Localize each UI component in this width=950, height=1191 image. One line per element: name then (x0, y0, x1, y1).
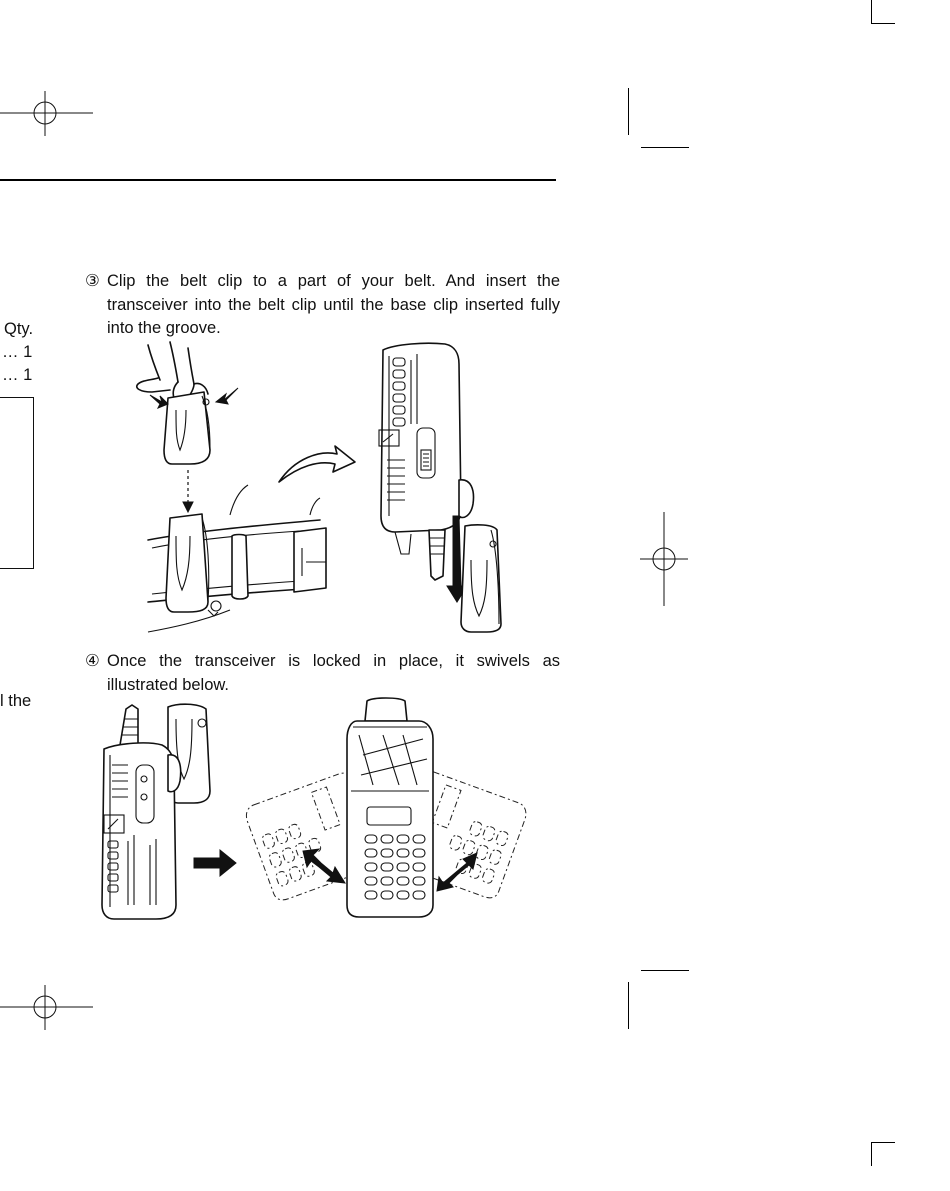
step-3: ③ Clip the belt clip to a part of your b… (85, 270, 560, 341)
crop-mark-bottom-right-vertical (871, 1142, 872, 1166)
registration-mark-right (640, 512, 690, 607)
crop-mark-bottom-right-horizontal (871, 1142, 895, 1143)
trim-mark-right-upper-horizontal (641, 147, 689, 148)
radio-insert-illustration (375, 340, 525, 635)
right-arrow (194, 850, 238, 876)
step-4-number: ④ (85, 650, 100, 674)
qty-row-1: … 1 (2, 341, 32, 365)
crop-mark-top-right-horizontal (871, 23, 895, 24)
step-4-text: Once the transceiver is locked in place,… (107, 650, 560, 697)
qty-label: Qty. (4, 318, 33, 342)
step-4: ④ Once the transceiver is locked in plac… (85, 650, 560, 697)
radio-side-view-illustration (98, 695, 218, 920)
trim-mark-right-lower-horizontal (641, 970, 689, 971)
header-rule (0, 179, 556, 181)
registration-mark-top-left (0, 91, 95, 141)
curved-arrow (275, 440, 360, 485)
trim-mark-right-lower-vertical (628, 982, 629, 1029)
trim-mark-right-upper-vertical (628, 88, 629, 135)
swivel-illustration (243, 695, 535, 920)
left-box-fragment (0, 397, 34, 569)
belt-clip-attach-illustration (130, 340, 330, 640)
left-trailing-text: l the (0, 690, 31, 714)
registration-mark-bottom-left (0, 985, 95, 1035)
qty-row-2: … 1 (2, 364, 32, 388)
crop-mark-top-right-vertical (871, 0, 872, 24)
step-3-number: ③ (85, 270, 100, 294)
step-3-text: Clip the belt clip to a part of your bel… (107, 270, 560, 341)
